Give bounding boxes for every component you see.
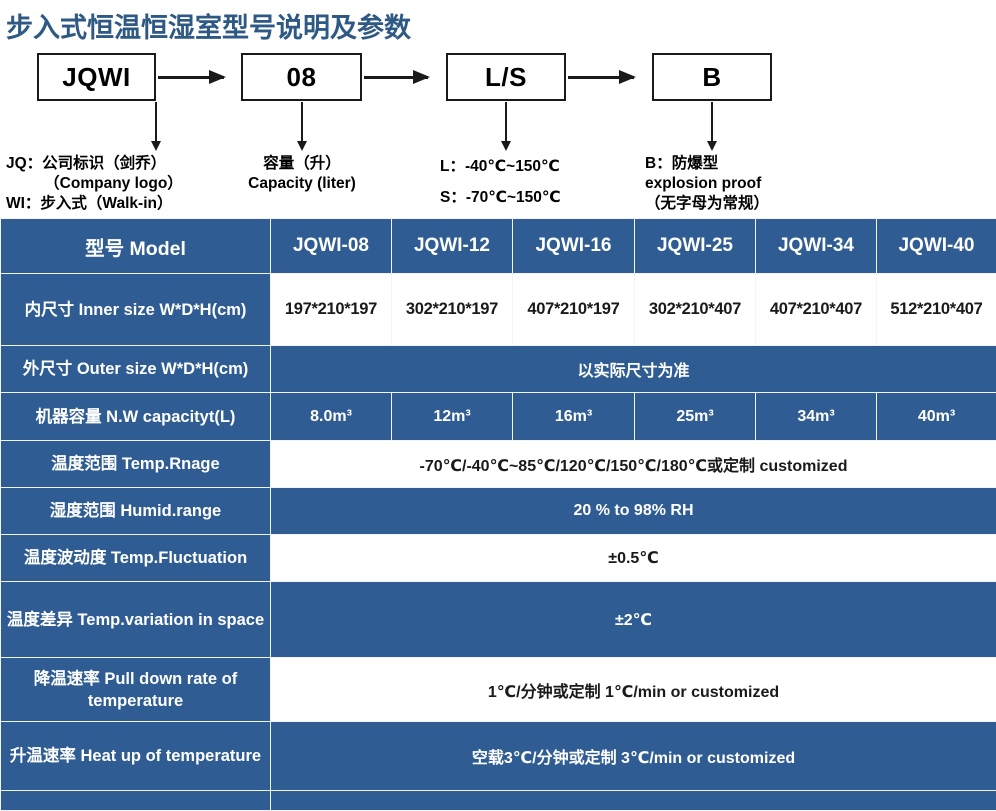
row-4-value: -70℃/-40℃~85℃/120℃/150℃/180℃或定制 customiz… [271,441,996,488]
header-model-2: JQWI-12 [392,219,513,274]
arrow-down-2 [301,102,303,142]
model-code-diagram: JQWI 08 L/S B JQ：公司标识（剑乔） （Company logo）… [0,44,996,218]
row-1-cell-2: 302*210*197 [392,274,513,346]
legend-jqwi-line-3: WI：步入式（Walk-in） [6,194,221,214]
arrow-right-2 [364,76,428,79]
row-5-value: 20 % to 98% RH [271,488,996,535]
row-3-cell-2: 12m³ [392,393,513,441]
legend-explosion-line-3: （无字母为常规） [645,194,875,214]
diagram-box-temp-type: L/S [446,53,566,101]
row-1-cell-4: 302*210*407 [635,274,756,346]
diagram-box-explosion: B [652,53,772,101]
table-row: 外尺寸 Outer size W*D*H(cm)以实际尺寸为准 [1,346,996,393]
row-3-cell-1: 8.0m³ [271,393,392,441]
legend-explosion-line-2: explosion proof [645,174,875,194]
legend-temp-type: L：-40℃~150℃ S：-70℃~150℃ [440,154,630,210]
table-row [1,791,996,811]
header-model-3: JQWI-16 [513,219,635,274]
legend-jqwi-line-2: （Company logo） [6,174,221,194]
row-label-2: 外尺寸 Outer size W*D*H(cm) [1,346,271,393]
header-model-6: JQWI-40 [877,219,996,274]
legend-jqwi-line-1: JQ：公司标识（剑乔） [6,154,221,174]
row-2-value: 以实际尺寸为准 [271,346,996,393]
row-1-cell-6: 512*210*407 [877,274,996,346]
row-1-cell-5: 407*210*407 [756,274,877,346]
row-label-7: 温度差异 Temp.variation in space [1,582,271,658]
table-row: 温度范围 Temp.Rnage-70℃/-40℃~85℃/120℃/150℃/1… [1,441,996,488]
legend-capacity-line-2: Capacity (liter) [222,174,382,194]
header-model-5: JQWI-34 [756,219,877,274]
row-label-6: 温度波动度 Temp.Fluctuation [1,535,271,582]
arrow-down-1 [155,102,157,142]
header-model-4: JQWI-25 [635,219,756,274]
row-label-1: 内尺寸 Inner size W*D*H(cm) [1,274,271,346]
diagram-box-jqwi: JQWI [37,53,156,101]
diagram-box-explosion-label: B [702,62,721,93]
row-label-3: 机器容量 N.W capacityt(L) [1,393,271,441]
arrow-right-1 [158,76,224,79]
legend-jqwi: JQ：公司标识（剑乔） （Company logo） WI：步入式（Walk-i… [6,154,221,214]
row-9-value: 空载3℃/分钟或定制 3℃/min or customized [271,722,996,791]
page-title: 步入式恒温恒湿室型号说明及参数 [6,6,411,45]
diagram-box-temp-type-label: L/S [485,62,527,93]
table-row: 温度差异 Temp.variation in space±2℃ [1,582,996,658]
row-8-value: 1℃/分钟或定制 1℃/min or customized [271,658,996,722]
legend-capacity-line-1: 容量（升） [222,154,382,174]
legend-temp-type-line-1: L：-40℃~150℃ [440,154,630,179]
diagram-box-capacity-label: 08 [287,62,317,93]
arrow-down-3 [505,102,507,142]
row-3-cell-4: 25m³ [635,393,756,441]
row-6-value: ±0.5℃ [271,535,996,582]
row-label-4: 温度范围 Temp.Rnage [1,441,271,488]
row-3-cell-3: 16m³ [513,393,635,441]
diagram-box-capacity: 08 [241,53,362,101]
row-10-value [271,791,996,811]
row-1-cell-1: 197*210*197 [271,274,392,346]
row-3-cell-5: 34m³ [756,393,877,441]
legend-capacity: 容量（升） Capacity (liter) [222,154,382,194]
header-model-1: JQWI-08 [271,219,392,274]
row-label-5: 湿度范围 Humid.range [1,488,271,535]
table-row: 温度波动度 Temp.Fluctuation±0.5℃ [1,535,996,582]
row-label-10 [1,791,271,811]
legend-explosion-line-1: B：防爆型 [645,154,875,174]
legend-temp-type-line-2: S：-70℃~150℃ [440,185,630,210]
arrow-down-4 [711,102,713,142]
legend-explosion: B：防爆型 explosion proof （无字母为常规） [645,154,875,214]
arrow-right-3 [568,76,634,79]
row-3-cell-6: 40m³ [877,393,996,441]
row-1-cell-3: 407*210*197 [513,274,635,346]
row-7-value: ±2℃ [271,582,996,658]
header-label-model: 型号 Model [1,219,271,274]
row-label-9: 升温速率 Heat up of temperature [1,722,271,791]
row-label-8: 降温速率 Pull down rate of temperature [1,658,271,722]
diagram-box-jqwi-label: JQWI [62,62,130,93]
